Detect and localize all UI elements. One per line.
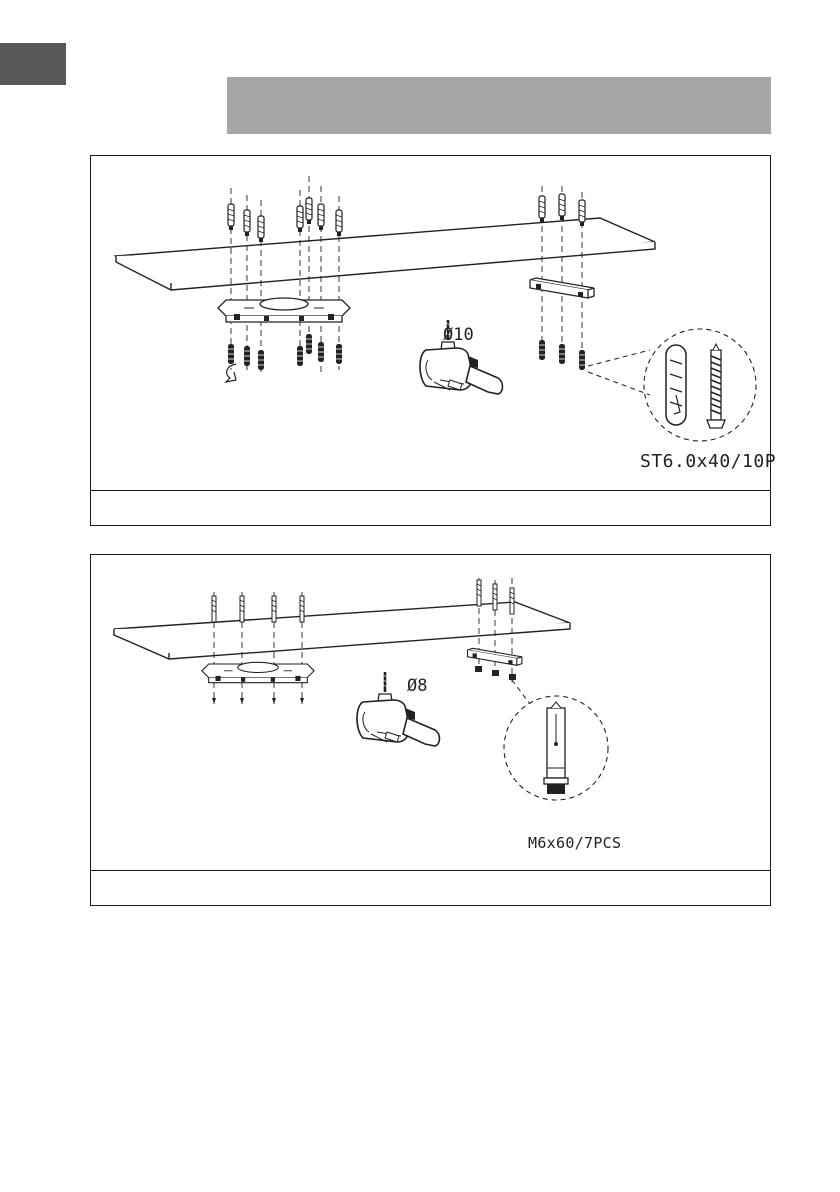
panel-1-mounting-plate — [218, 298, 350, 322]
panel-2-illustration — [114, 578, 608, 800]
anchor-bolt-icon — [544, 702, 568, 794]
drill-diameter-label-2: Ø8 — [407, 676, 427, 696]
panel-2-mounting-plate — [202, 662, 314, 682]
panel-1-illustration — [116, 176, 756, 441]
wall-plug-icon — [666, 345, 686, 425]
bolt-spec-label: M6x60/7PCS — [528, 834, 621, 852]
rotate-arrow-icon — [226, 364, 236, 382]
screw-spec-label: ST6.0x40/10P — [640, 451, 776, 472]
drill-diameter-label-1: Ø10 — [443, 325, 474, 345]
wall-plug-detail-circle — [644, 329, 756, 441]
panel-1-wall-plugs — [228, 334, 585, 370]
